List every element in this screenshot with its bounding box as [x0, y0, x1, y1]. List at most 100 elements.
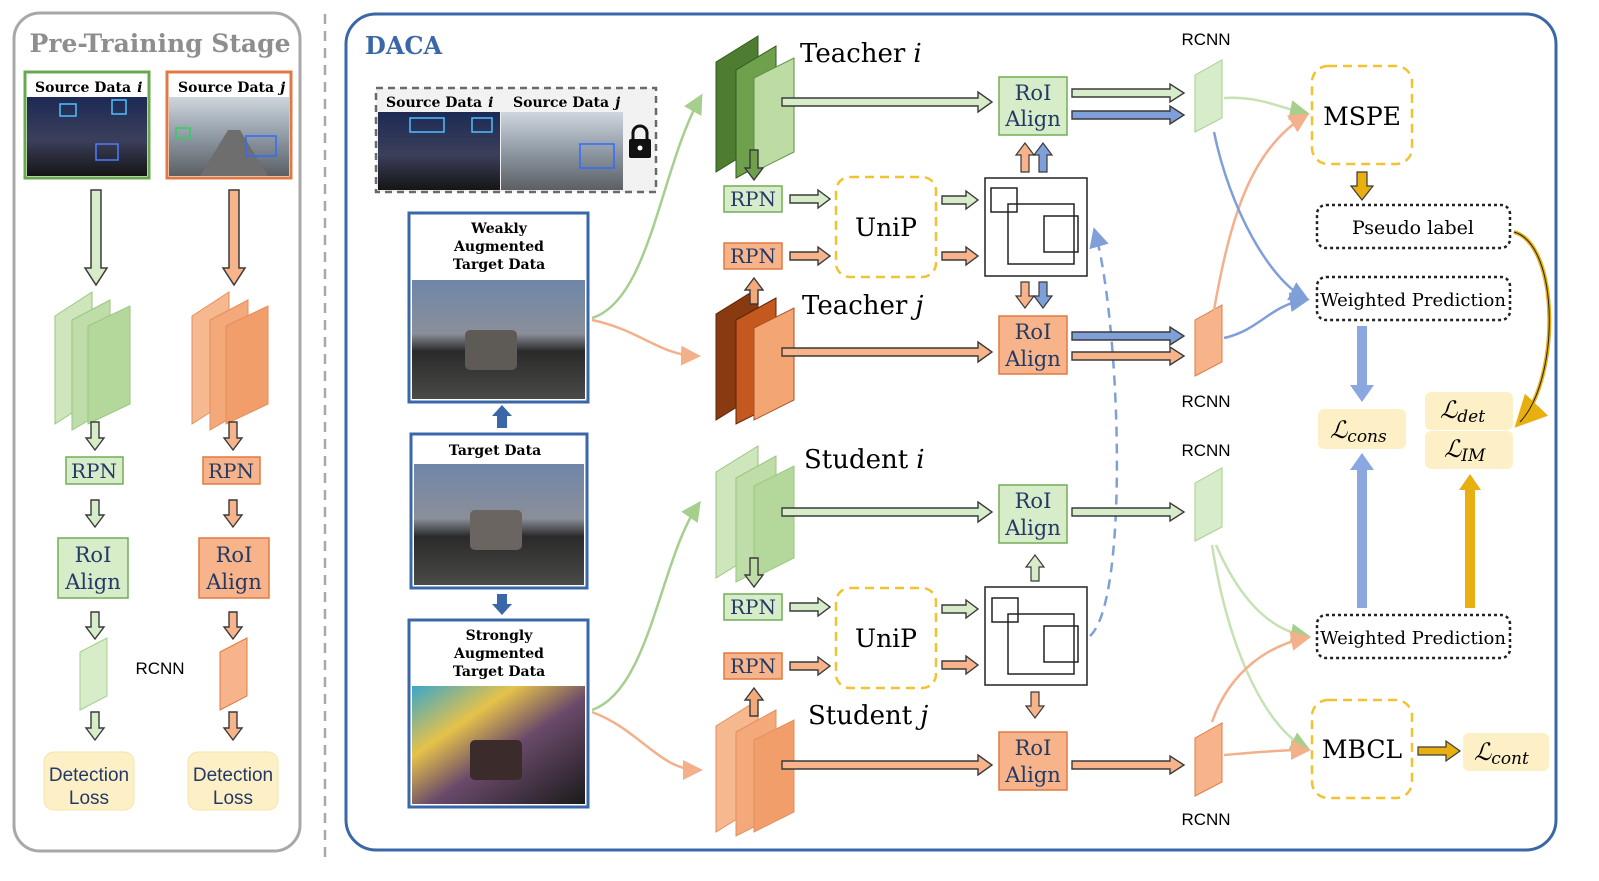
rpn-teacher-j-label: RPN	[730, 244, 776, 268]
mspe-label: MSPE	[1323, 102, 1401, 131]
pretrain-loss-i-line1: Detection	[49, 765, 129, 786]
student-i-label: Student	[804, 445, 909, 475]
pretrain-arrow-j-1	[221, 189, 247, 287]
loss-det-subscript: det	[1457, 407, 1485, 427]
student-j-label: Student	[808, 701, 913, 731]
weighted-prediction-student	[1315, 613, 1512, 660]
pseudo-label-text: Pseudo label	[1352, 217, 1474, 239]
pretrain-rcnn-label: RCNN	[135, 659, 184, 678]
target-label: Target Data	[449, 443, 541, 459]
pretrain-roi-j-line2: Align	[205, 570, 262, 594]
backbone-roi-arrows	[781, 90, 994, 777]
pretrain-loss-i	[43, 751, 135, 811]
svg-text:ℒcons: ℒcons	[1330, 416, 1387, 447]
curve-rcnn-ti-to-mspe	[1223, 96, 1310, 120]
roi-teacher-j-line2: Align	[1004, 347, 1061, 371]
mbcl-box	[1310, 698, 1414, 800]
weak-label-3: Target Data	[453, 257, 545, 273]
loss-cont-box	[1463, 733, 1549, 771]
loss-cons-subscript: cons	[1347, 427, 1387, 447]
daca-title: DACA	[365, 31, 443, 60]
daca-source-i-label: Source Data	[386, 95, 482, 111]
roi-student-i-line1: RoI	[1015, 489, 1052, 513]
teacher-i-backbone	[715, 35, 795, 179]
pretrain-loss-j	[187, 751, 279, 811]
pretrain-backbone-i	[54, 291, 131, 431]
strong-label-2: Augmented	[453, 646, 544, 662]
pretraining-title: Pre-Training Stage	[30, 29, 291, 58]
weighted-prediction-teacher-label: Weighted Prediction	[1320, 290, 1506, 311]
rpn-student-i-label: RPN	[730, 595, 776, 619]
roi-student-i-line2: Align	[1004, 516, 1061, 540]
curve-weak-to-teacher-i	[591, 93, 703, 320]
arrow-mspe-to-pseudo	[1349, 171, 1375, 201]
teacher-i-label: Teacher	[800, 39, 906, 69]
pretrain-loss-j-line1: Detection	[193, 765, 273, 786]
pretrain-rpn-i-label: RPN	[71, 459, 117, 483]
proposals-teacher	[984, 177, 1088, 277]
weak-label-1: Weakly	[470, 221, 528, 237]
arrow-mbcl-to-cont	[1417, 739, 1462, 763]
rcnn-student-i	[1194, 467, 1223, 542]
roi-student-j-line2: Align	[1004, 763, 1061, 787]
loss-det-symbol: ℒ	[1440, 396, 1458, 424]
roi-teacher-i-line2: Align	[1004, 107, 1061, 131]
curve-rcnn-sj-to-mbcl	[1223, 740, 1311, 761]
rcnn-teacher-j	[1194, 304, 1223, 377]
pretrain-rcnn-i	[79, 637, 108, 711]
roi-teacher-j	[998, 315, 1068, 375]
roi-teacher-j-line1: RoI	[1015, 320, 1052, 344]
roi-rcnn-arrows	[1071, 82, 1186, 776]
pretrain-rpn-j-label: RPN	[208, 459, 254, 483]
lock-icon	[629, 124, 651, 158]
pretrain-arrows-j	[222, 421, 244, 742]
roi-boxes: RoI Align RoI Align RoI Align RoI Align	[998, 76, 1068, 791]
unip-to-proposals-arrows	[941, 189, 980, 676]
pretrain-rpn-j	[202, 456, 261, 485]
daca-source-j-label: Source Data	[513, 95, 609, 111]
curve-rcnn-si-to-mbcl	[1210, 544, 1311, 751]
rcnn-teacher-i	[1194, 59, 1223, 133]
pretrain-rcnn-j	[219, 637, 248, 711]
rcnn-label-2: RCNN	[1181, 392, 1230, 411]
pretrain-loss-i-line2: Loss	[69, 788, 109, 809]
pseudo-label-box	[1315, 203, 1512, 250]
arrow-weighted-teacher-to-cons	[1350, 326, 1374, 402]
weak-aug-image: Weakly Augmented Target Data	[407, 211, 590, 404]
arrow-weighted-student-to-cons	[1350, 453, 1374, 608]
pretrain-roi-i-line2: Align	[64, 570, 121, 594]
pretrain-loss-j-line2: Loss	[213, 788, 253, 809]
curve-weak-to-teacher-j	[591, 318, 701, 366]
unip-student	[834, 586, 938, 690]
roi-student-j	[998, 731, 1068, 791]
loss-im-subscript: IM	[1460, 446, 1486, 466]
pretrain-backbone-j	[191, 291, 269, 431]
roi-teacher-i	[998, 76, 1068, 136]
student-i-backbone	[715, 445, 795, 583]
loss-det-box	[1425, 392, 1513, 430]
dashed-proposal-link	[1089, 227, 1119, 637]
curve-strong-to-student-i	[591, 500, 701, 712]
weighted-prediction-teacher	[1315, 275, 1512, 322]
rpn-teacher-i	[723, 185, 783, 213]
strong-aug-image: Strongly Augmented Target Data	[407, 618, 590, 809]
rpn-student-j-label: RPN	[730, 654, 776, 678]
loss-im-symbol: ℒ	[1444, 435, 1462, 463]
pretrain-source-i-label: Source Data	[35, 80, 131, 96]
target-image: Target Data	[409, 432, 589, 590]
rcnn-label-4: RCNN	[1181, 810, 1230, 829]
curve-rcnn-tj-to-mspe	[1212, 113, 1310, 311]
teacher-j-label: Teacher	[802, 291, 908, 321]
pretrain-rpn-i	[65, 456, 124, 485]
loss-cont-symbol: ℒ	[1474, 738, 1492, 766]
arrow-target-to-strong	[492, 594, 512, 615]
